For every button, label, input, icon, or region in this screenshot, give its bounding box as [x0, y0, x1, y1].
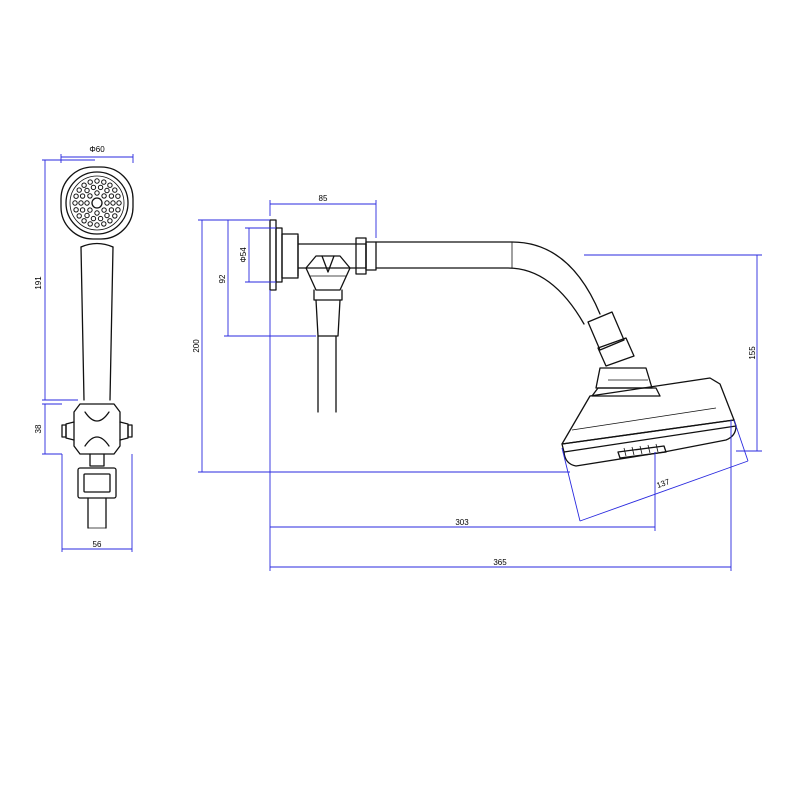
hand-shower-holder — [61, 403, 133, 455]
nozzle-hole — [104, 212, 110, 219]
nozzle-hole — [90, 184, 97, 191]
nozzle-hole — [107, 182, 113, 188]
dimension-lines — [42, 154, 762, 571]
dim-head-face-label: 137 — [655, 477, 671, 490]
nozzle-hole — [79, 207, 86, 213]
nozzle-hole — [97, 184, 104, 191]
nozzle-hole — [81, 182, 87, 188]
nozzle-hole — [84, 200, 90, 206]
nozzle-hole — [108, 207, 115, 213]
nozzle-hole — [108, 193, 115, 199]
dim-holder-height-label: 38 — [34, 424, 43, 433]
dim-total-drop-label: 200 — [192, 339, 201, 353]
nozzle-hole — [84, 187, 90, 194]
dim-union-width-label: 85 — [319, 194, 328, 203]
nozzle-hole — [73, 207, 79, 213]
nozzle-hole — [101, 207, 107, 213]
curved-arm — [375, 241, 635, 367]
nozzle-pattern — [72, 178, 122, 228]
nozzle-hole — [101, 179, 107, 185]
center-nozzle — [91, 197, 103, 209]
nozzle-hole — [87, 221, 93, 227]
nozzle-hole — [112, 213, 118, 219]
nozzle-hole — [104, 187, 110, 194]
nozzle-hole — [104, 200, 110, 206]
nozzle-hole — [72, 200, 78, 206]
wall-flange — [269, 219, 283, 291]
nozzle-hole — [94, 210, 100, 216]
nozzle-hole — [81, 218, 87, 224]
hand-shower-head — [60, 166, 134, 240]
nozzle-hole — [87, 193, 93, 199]
dim-handshower-height-label: 191 — [34, 276, 43, 290]
nozzle-hole — [94, 222, 100, 228]
nozzle-hole — [107, 218, 113, 224]
dim-flange-diameter-label: Φ54 — [239, 247, 248, 263]
nozzle-hole — [116, 200, 122, 206]
nozzle-hole — [87, 207, 93, 213]
nozzle-hole — [97, 215, 104, 222]
dim-head-projection-label: 303 — [455, 518, 469, 527]
nozzle-hole — [94, 190, 100, 196]
nozzle-hole — [110, 200, 116, 206]
nozzle-hole — [112, 187, 118, 193]
union-body — [281, 233, 377, 413]
nozzle-hole — [78, 200, 84, 206]
nozzle-hole — [115, 193, 121, 199]
dim-holder-width-label: 56 — [93, 540, 102, 549]
nozzle-hole — [90, 215, 97, 222]
dim-flange-height-label: 92 — [218, 274, 227, 283]
dim-head-diameter-label: Φ60 — [89, 145, 105, 154]
nozzle-hole — [101, 193, 107, 199]
dimension-labels: Φ60 191 38 56 85 Φ54 92 200 155 137 303 … — [34, 145, 757, 567]
dim-head-drop-label: 155 — [748, 346, 757, 360]
hand-shower-view — [60, 166, 134, 529]
nozzle-hole — [76, 187, 82, 193]
shower-head — [561, 367, 737, 467]
dim-overall-projection-label: 365 — [493, 558, 507, 567]
shower-arm-view — [269, 219, 737, 467]
hand-shower-handle — [80, 242, 114, 401]
nozzle-hole — [76, 213, 82, 219]
hose-clip — [77, 453, 117, 529]
nozzle-hole — [84, 212, 90, 219]
nozzle-hole — [94, 178, 100, 184]
nozzle-hole — [73, 193, 79, 199]
nozzle-hole — [101, 221, 107, 227]
nozzle-hole — [115, 207, 121, 213]
nozzle-hole — [87, 179, 93, 185]
nozzle-hole — [79, 193, 86, 199]
